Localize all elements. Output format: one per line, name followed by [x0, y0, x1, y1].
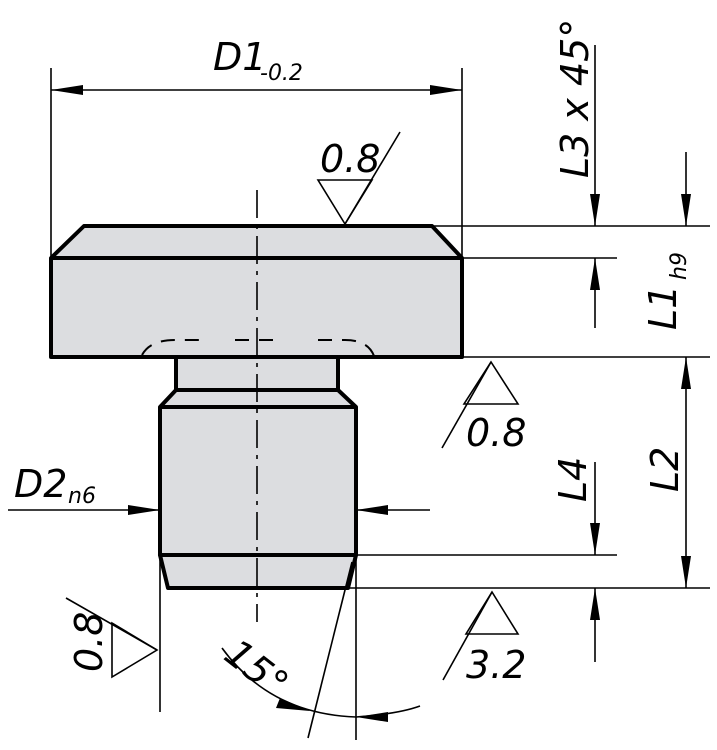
d1-label: D1: [213, 35, 266, 79]
surface-finish-shoulder: 0.8: [441, 360, 526, 455]
surface-finish-bottom-value: 3.2: [466, 643, 526, 687]
extension-lines-right: [348, 225, 710, 589]
shank: [158, 388, 358, 557]
l3-label: L3 x 45°: [553, 19, 597, 178]
surface-finish-top: 0.8: [316, 131, 401, 226]
surface-finish-top-value: 0.8: [320, 137, 380, 181]
shank-tip: [158, 553, 358, 590]
angle-label: 15°: [216, 630, 296, 706]
surface-finish-left-value: 0.8: [67, 612, 111, 672]
l2-dimension: L2: [643, 357, 691, 588]
d1-tolerance: -0.2: [260, 61, 303, 86]
l4-dimension: L4: [551, 457, 600, 662]
d2-label: D2: [14, 462, 67, 506]
l3-dimension: L3 x 45°: [553, 19, 600, 328]
d2-dimension: D2 n6: [8, 462, 430, 515]
undercut-hidden-lines: [141, 339, 375, 357]
l2-label: L2: [643, 447, 687, 492]
l1-tolerance: h9: [667, 252, 692, 280]
l1-dimension: L1 h9: [641, 152, 692, 588]
l4-label: L4: [551, 457, 595, 502]
surface-finish-shoulder-value: 0.8: [466, 411, 526, 455]
surface-finish-bottom: 3.2: [442, 590, 526, 687]
l1-label: L1: [641, 285, 685, 330]
d2-tolerance: n6: [68, 484, 96, 509]
d1-dimension: D1 -0.2: [50, 35, 463, 258]
surface-finish-left: 0.8: [65, 555, 161, 712]
